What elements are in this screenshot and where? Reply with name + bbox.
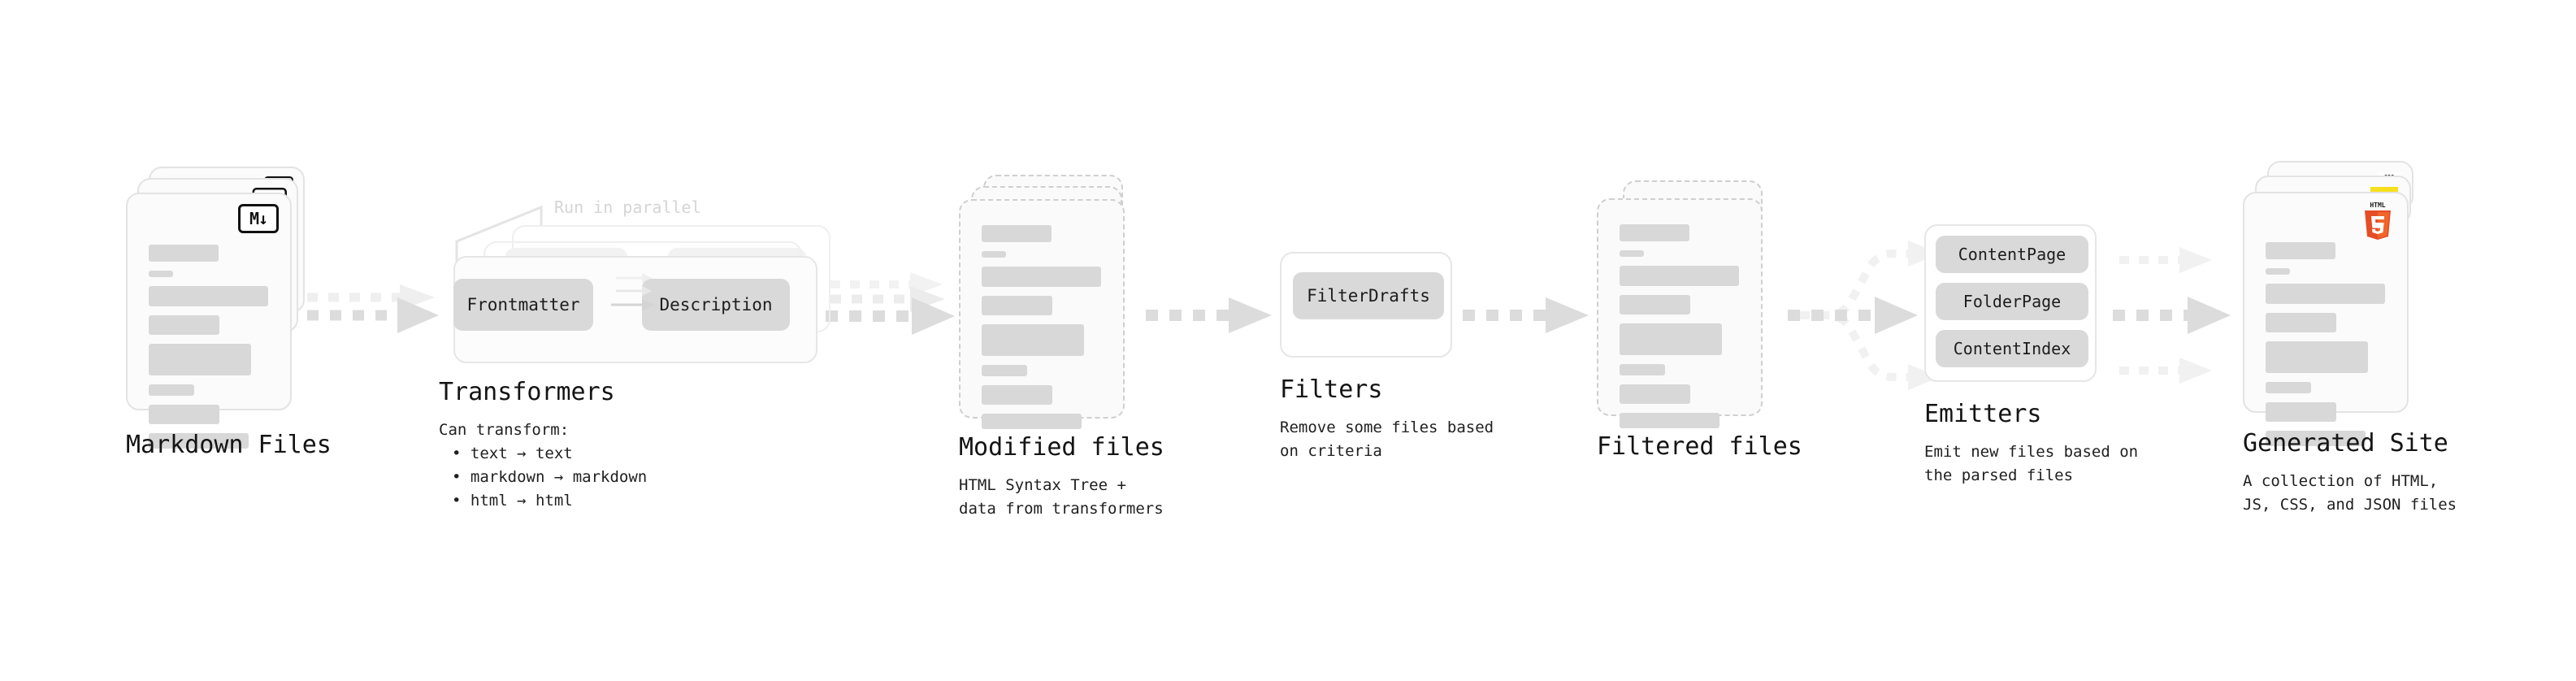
content-bar <box>982 251 1006 258</box>
content-bar <box>149 315 220 335</box>
modified-files-subtitle: HTML Syntax Tree + data from transformer… <box>959 476 1164 518</box>
modified-card-content <box>982 225 1102 438</box>
content-bar <box>1620 364 1666 375</box>
connector-markdown-to-transformers <box>307 284 439 333</box>
content-bar <box>982 225 1052 242</box>
content-bar <box>2266 242 2335 259</box>
modified-card-stack <box>959 175 1146 429</box>
stage-title-transformers: Transformers <box>439 378 615 406</box>
content-bar <box>982 414 1082 429</box>
filtered-card-content <box>1620 224 1740 437</box>
html5-icon: HTML <box>2365 202 2391 240</box>
content-bar <box>982 365 1028 376</box>
stage-modified-files: Modified files HTML Syntax Tree + data f… <box>959 175 1164 518</box>
emitter-node-contentindex[interactable]: ContentIndex <box>1936 330 2088 367</box>
emitters-frame: ContentPage FolderPage ContentIndex <box>1924 224 2097 382</box>
content-bar <box>982 296 1053 315</box>
content-bar <box>149 405 220 424</box>
content-bar <box>149 245 219 262</box>
stage-title-markdown-files: Markdown Files <box>126 431 332 459</box>
svg-text:HTML: HTML <box>2370 202 2385 209</box>
content-bar <box>982 267 1101 287</box>
stage-markdown-files: M↓ M↓ M↓ Markdown Files <box>126 167 332 459</box>
content-bar <box>1620 295 1691 314</box>
transformer-node-frontmatter[interactable]: Frontmatter <box>453 279 593 331</box>
emitter-node-contentpage-label: ContentPage <box>1958 245 2066 264</box>
content-bar <box>1620 224 1689 241</box>
content-bar <box>2266 382 2312 393</box>
filters-subtitle: Remove some files based on criteria <box>1280 419 1494 461</box>
filter-node-filterdrafts[interactable]: FilterDrafts <box>1293 272 1444 319</box>
stage-title-generated-site: Generated Site <box>2243 429 2448 458</box>
filters-frame: FilterDrafts <box>1280 252 1452 358</box>
filtered-card-stack <box>1597 180 1784 428</box>
content-bar <box>2266 313 2337 332</box>
connector-emitters-to-generated <box>2113 247 2231 384</box>
connector-modified-to-filters <box>1146 297 1272 333</box>
emitter-node-folderpage-label: FolderPage <box>1962 292 2062 311</box>
stage-title-emitters: Emitters <box>1924 400 2042 428</box>
content-bar <box>149 384 195 396</box>
content-bar <box>1620 413 1720 428</box>
content-bar <box>149 433 249 449</box>
content-bar <box>2266 341 2368 373</box>
transformers-bullet-0: • text → text <box>452 445 573 462</box>
transformer-frame-front: Frontmatter Description <box>453 256 817 363</box>
generated-card-front: HTML <box>2243 192 2409 446</box>
markdown-icon: M↓ <box>238 204 279 233</box>
generated-site-subtitle: A collection of HTML, JS, CSS, and JSON … <box>2243 472 2457 514</box>
emitter-node-contentpage[interactable]: ContentPage <box>1936 236 2088 273</box>
content-bar <box>2266 268 2290 275</box>
stage-title-modified-files: Modified files <box>959 433 1164 462</box>
content-bar <box>149 344 251 375</box>
stage-title-filtered-files: Filtered files <box>1597 432 1802 461</box>
content-bar <box>982 385 1053 405</box>
content-bar <box>2266 431 2366 446</box>
content-bar <box>1620 323 1722 355</box>
content-bar <box>2266 284 2385 304</box>
generated-card-content <box>2266 242 2386 455</box>
transformer-internal-arrows <box>611 273 655 310</box>
run-in-parallel-label: Run in parallel <box>554 197 701 217</box>
emitter-node-contentindex-label: ContentIndex <box>1953 339 2071 358</box>
stage-title-filters: Filters <box>1280 375 1383 404</box>
filtered-card-front <box>1597 198 1763 428</box>
emitter-node-folderpage[interactable]: FolderPage <box>1936 283 2088 320</box>
markdown-card-stack: M↓ M↓ M↓ <box>126 167 313 449</box>
markdown-card-front: M↓ <box>126 193 292 449</box>
filter-node-filterdrafts-label: FilterDrafts <box>1307 286 1430 306</box>
connector-filtered-to-emitters <box>1788 241 1941 390</box>
content-bar <box>1620 266 1739 286</box>
content-bar <box>149 286 268 306</box>
generated-card-stack: CSS HTML <box>2243 161 2430 446</box>
content-bar <box>1620 384 1691 404</box>
transformer-node-description[interactable]: Description <box>642 279 790 331</box>
markdown-card-content <box>149 245 269 458</box>
transformers-subtitle: Can transform: <box>439 421 570 439</box>
content-bar <box>2266 402 2337 422</box>
transformer-node-description-label: Description <box>659 295 773 314</box>
content-bar <box>982 324 1084 356</box>
transformers-bullet-2: • html → html <box>452 492 573 510</box>
stage-filtered-files: Filtered files <box>1597 180 1802 461</box>
content-bar <box>149 271 173 277</box>
emitters-subtitle: Emit new files based on the parsed files <box>1924 443 2139 485</box>
transformer-node-frontmatter-label: Frontmatter <box>466 295 580 314</box>
modified-card-front <box>959 199 1125 429</box>
transformers-bullet-1: • markdown → markdown <box>452 468 648 486</box>
connector-filters-to-filtered <box>1463 297 1589 333</box>
content-bar <box>1620 250 1644 257</box>
stage-generated-site: CSS HTML <box>2243 161 2457 514</box>
